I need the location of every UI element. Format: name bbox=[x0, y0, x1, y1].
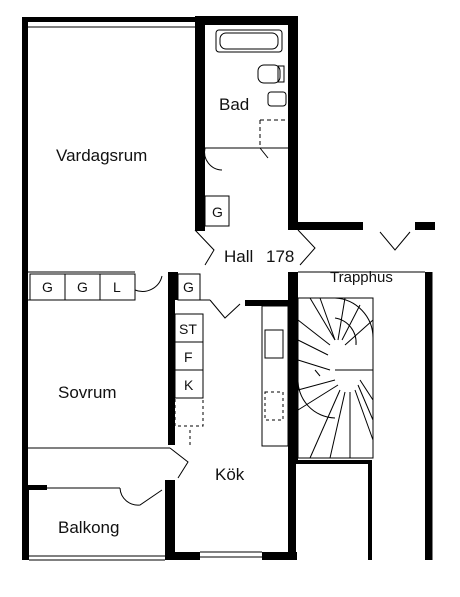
kitchen-cabinets bbox=[174, 313, 204, 445]
apartment-number: 178 bbox=[266, 247, 294, 266]
storage-label-g1: G bbox=[42, 279, 53, 295]
walls bbox=[22, 16, 435, 560]
room-label-hall: Hall bbox=[224, 247, 253, 266]
storage-label-hall-g2: G bbox=[183, 279, 194, 295]
bathroom-fixtures bbox=[215, 29, 288, 148]
storage-label-hall-g1: G bbox=[212, 204, 223, 220]
storage-label-k: K bbox=[184, 377, 194, 393]
wardrobes-row bbox=[29, 273, 136, 301]
doors bbox=[119, 147, 411, 506]
storage-label-g2: G bbox=[77, 279, 88, 295]
hall-closets bbox=[177, 195, 230, 301]
bathtub bbox=[215, 29, 283, 53]
room-label-vardagsrum: Vardagsrum bbox=[56, 146, 147, 165]
spiral-stair bbox=[297, 297, 374, 459]
room-label-trapphus: Trapphus bbox=[330, 269, 393, 286]
storage-label-f: F bbox=[184, 349, 193, 365]
toilet bbox=[257, 64, 281, 84]
room-label-bad: Bad bbox=[219, 95, 249, 114]
storage-label-l: L bbox=[113, 279, 121, 295]
room-label-kok: Kök bbox=[215, 465, 245, 484]
kitchen-counter bbox=[261, 305, 289, 447]
sink bbox=[267, 91, 287, 107]
storage-label-st: ST bbox=[179, 321, 197, 337]
room-label-sovrum: Sovrum bbox=[58, 383, 117, 402]
room-label-balkong: Balkong bbox=[58, 518, 119, 537]
